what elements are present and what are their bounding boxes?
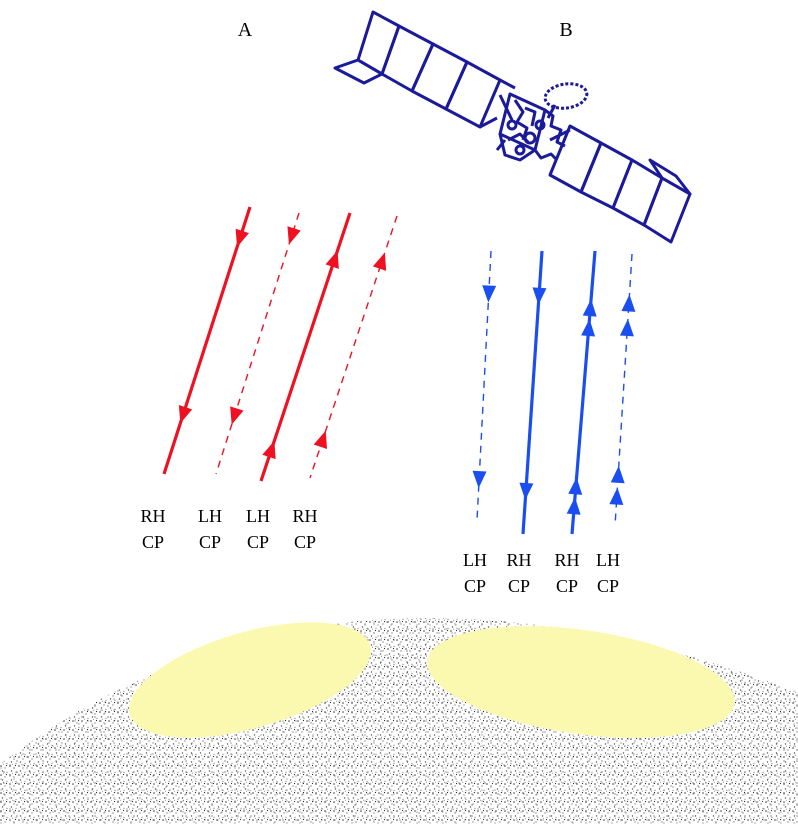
- footprint-a: [129, 622, 371, 738]
- arrow-down-icon: [519, 482, 534, 501]
- arrow-up-icon: [621, 294, 636, 312]
- arrow-down-icon: [235, 228, 249, 248]
- beam-a-signal-3-label-line1: LH: [246, 506, 270, 526]
- arrow-up-icon: [581, 318, 596, 337]
- beam-b-signal-4-label-line1: LH: [596, 550, 620, 570]
- beam-b-signal-3-label-line1: RH: [554, 550, 579, 570]
- beam-a-signal-2-label-line2: CP: [199, 532, 221, 552]
- arrow-up-icon: [582, 299, 597, 317]
- arrow-up-icon: [325, 250, 339, 269]
- beam-a-signal-2-label-line1: LH: [198, 506, 222, 526]
- beam-b-signal-2-label-line2: CP: [508, 576, 530, 596]
- arrow-down-icon: [287, 226, 301, 245]
- beam-b-signals: [472, 250, 636, 535]
- arrow-down-icon: [472, 470, 487, 489]
- beam-a-polarization-labels: RH CP LH CP LH CP RH CP: [140, 506, 317, 552]
- arrow-down-icon: [532, 287, 547, 305]
- beam-b-signal-2-label-line1: RH: [506, 550, 531, 570]
- arrow-up-icon: [566, 497, 581, 515]
- beam-b-signal-3-label-line2: CP: [556, 576, 578, 596]
- arrow-down-icon: [230, 406, 244, 425]
- beam-b-signal-1-label-line1: LH: [463, 550, 487, 570]
- satellite-icon: [333, 10, 692, 244]
- arrow-up-icon: [619, 318, 634, 337]
- arrow-up-icon: [372, 252, 387, 271]
- arrow-up-icon: [568, 477, 583, 495]
- arrow-down-icon: [178, 405, 193, 424]
- beam-a-label: A: [238, 19, 253, 41]
- beam-a-signal-1-label-line1: RH: [140, 506, 165, 526]
- beam-b-label: B: [559, 19, 572, 41]
- arrow-up-icon: [610, 465, 625, 484]
- beam-b-signal-1-label-line2: CP: [464, 576, 486, 596]
- beam-a-signal-2-line: [215, 212, 300, 475]
- arrow-down-icon: [482, 285, 497, 303]
- beam-a-signal-4-label-line1: RH: [292, 506, 317, 526]
- beam-a-signal-3-label-line2: CP: [247, 532, 269, 552]
- arrow-up-icon: [609, 487, 624, 506]
- footprint-b: [427, 626, 735, 738]
- beam-a-signal-4-label-line2: CP: [294, 532, 316, 552]
- beam-a-signals: [162, 206, 398, 482]
- beam-a-signal-1-label-line2: CP: [142, 532, 164, 552]
- beam-b-polarization-labels: LH CP RH CP RH CP LH CP: [463, 550, 620, 596]
- beam-a-signal-1-line: [162, 206, 252, 475]
- arrow-up-icon: [313, 430, 328, 449]
- beam-b-signal-4-label-line2: CP: [597, 576, 619, 596]
- arrow-up-icon: [262, 440, 276, 460]
